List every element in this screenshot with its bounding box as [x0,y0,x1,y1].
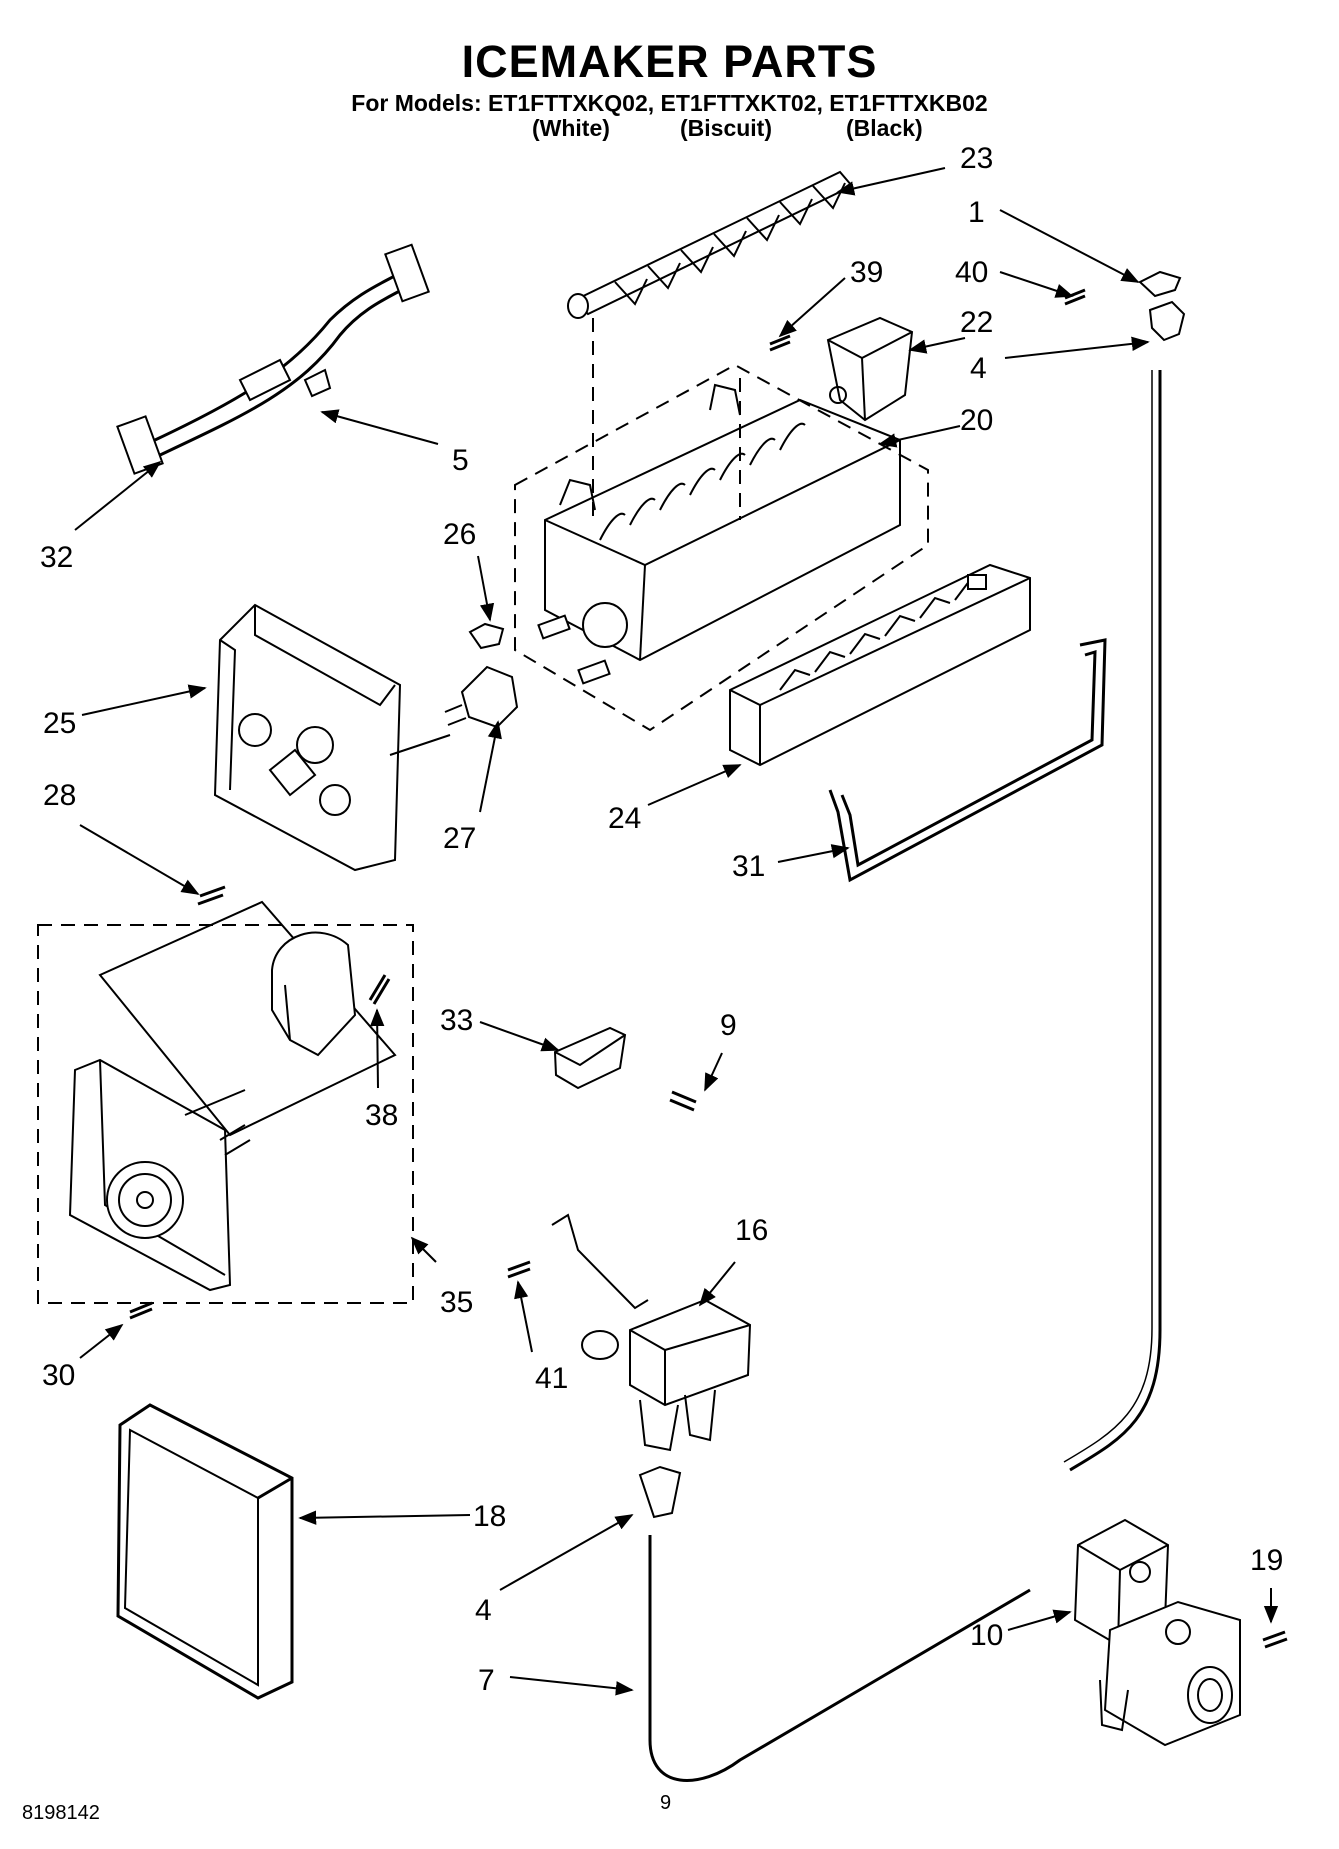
part-wire-harness [116,243,430,475]
part-stripper [729,563,1031,767]
part-bracket [553,1026,627,1090]
callout-39: 39 [850,256,883,289]
part-control-module [68,1058,251,1292]
callout-9: 9 [720,1009,737,1042]
part-tube-7 [648,1535,1031,1782]
models-line: For Models: ET1FTTXKQ02, ET1FTTXKT02, ET… [351,90,988,116]
part-ejector-arm [567,170,854,319]
part-inlet-valve [551,1213,752,1452]
callout-labels: 23 1 40 39 22 4 20 5 32 26 25 27 28 24 3… [40,142,1283,1697]
callout-23: 23 [960,142,993,175]
page-title: ICEMAKER PARTS [461,36,878,87]
document-number: 8198142 [22,1802,100,1824]
part-thermostat [468,622,505,650]
variant-white: (White) [532,115,610,141]
part-shutoff-arm [828,638,1107,883]
callout-38: 38 [365,1099,398,1132]
callout-4-upper: 4 [970,352,987,385]
callout-35: 35 [440,1286,473,1319]
callout-16: 16 [735,1214,768,1247]
part-tube-connector-lower [638,1465,682,1519]
page-number: 9 [660,1792,672,1814]
callout-32: 32 [40,541,73,574]
callout-24: 24 [608,802,641,835]
callout-26: 26 [443,518,476,551]
variant-biscuit: (Biscuit) [680,115,772,141]
callout-5: 5 [452,444,469,477]
part-fill-cup [826,316,914,422]
callout-31: 31 [732,850,765,883]
callout-19: 19 [1250,1544,1283,1577]
callout-25: 25 [43,707,76,740]
callout-7: 7 [478,1664,495,1697]
callout-20: 20 [960,404,993,437]
part-mold [537,383,901,685]
callout-4-lower: 4 [475,1594,492,1627]
part-control-housing [213,603,451,872]
part-motor-cover [271,931,357,1057]
callout-30: 30 [42,1359,75,1392]
callout-18: 18 [473,1500,506,1533]
part-water-valve [1073,1518,1241,1747]
callout-22: 22 [960,306,993,339]
callout-33: 33 [440,1004,473,1037]
callout-10: 10 [970,1619,1003,1652]
callout-28: 28 [43,779,76,812]
callout-1: 1 [968,196,985,229]
part-heater-connector [444,665,519,729]
callout-41: 41 [535,1362,568,1395]
variant-black: (Black) [846,115,923,141]
part-cover [116,1403,294,1700]
part-fill-tube [1069,370,1162,1472]
callout-27: 27 [443,822,476,855]
callout-40: 40 [955,256,988,289]
part-tube-connector-upper [1138,270,1186,342]
